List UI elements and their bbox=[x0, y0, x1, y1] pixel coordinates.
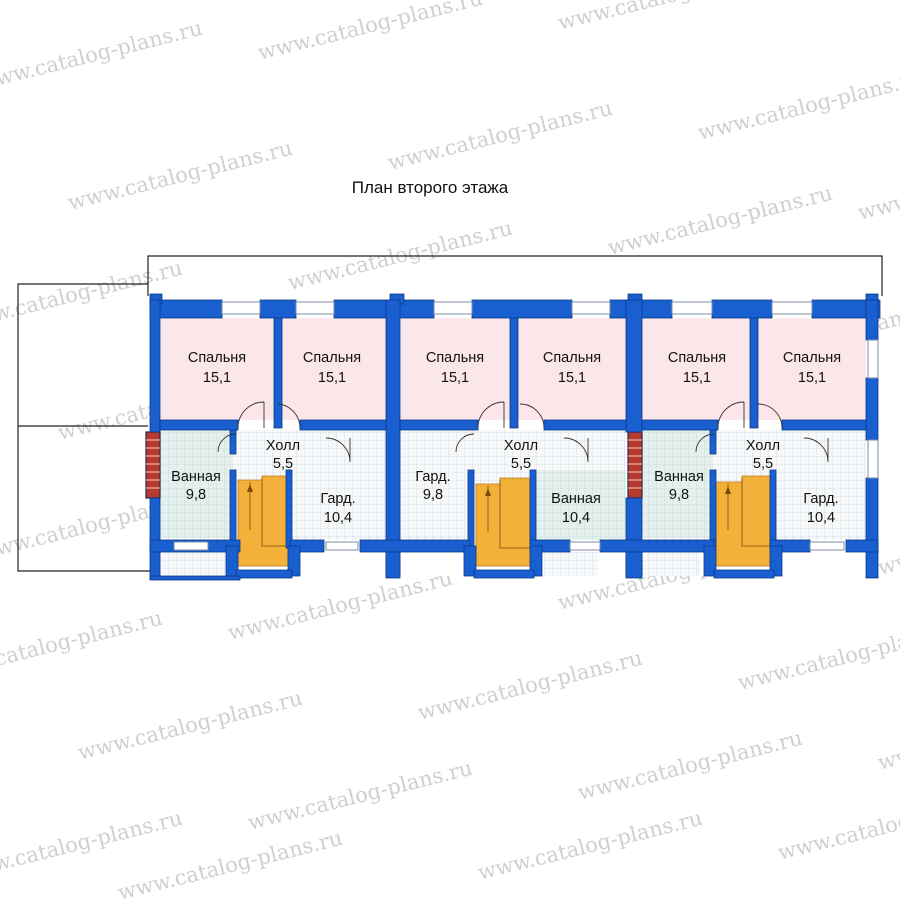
watermark-text: www.catalog-plans.ru bbox=[875, 501, 900, 580]
watermark-text: www.catalog-plans.ru bbox=[0, 16, 205, 95]
chimney-2 bbox=[627, 431, 643, 499]
room-labels: Спальня 15,1 Спальня 15,1 Спальня 15,1 С… bbox=[171, 350, 841, 526]
watermark-text: www.catalog-plans.ru bbox=[855, 146, 900, 225]
walls bbox=[149, 293, 881, 581]
room-name: Ванная bbox=[551, 491, 601, 507]
staircase-2 bbox=[475, 477, 531, 567]
watermark-text: www.catalog-plans.ru bbox=[695, 66, 900, 145]
room-area: 10,4 bbox=[807, 510, 835, 526]
room-area: 5,5 bbox=[753, 456, 773, 472]
watermark-text: www.catalog-plans.ru bbox=[555, 0, 784, 35]
building-structure bbox=[145, 293, 881, 581]
bath-1-floor bbox=[160, 430, 232, 538]
room-area: 5,5 bbox=[511, 456, 531, 472]
room-name: Холл bbox=[504, 438, 538, 454]
chimney-1 bbox=[145, 431, 161, 499]
windows bbox=[173, 301, 879, 551]
room-name: Гард. bbox=[320, 491, 355, 507]
room-name: Гард. bbox=[415, 469, 450, 485]
roof-outline bbox=[17, 255, 883, 572]
room-area: 9,8 bbox=[186, 487, 206, 503]
bedroom-3-floor bbox=[400, 318, 510, 420]
staircase-3 bbox=[715, 475, 771, 567]
room-area: 15,1 bbox=[558, 370, 586, 386]
room-area: 9,8 bbox=[423, 487, 443, 503]
room-name: Спальня bbox=[783, 350, 841, 366]
room-name: Холл bbox=[266, 438, 300, 454]
staircase-1 bbox=[237, 475, 289, 567]
room-area: 15,1 bbox=[798, 370, 826, 386]
room-area: 10,4 bbox=[562, 510, 590, 526]
room-name: Спальня bbox=[303, 350, 361, 366]
watermark-text: www.catalog-plans.ru bbox=[875, 696, 900, 775]
watermark-text: www.catalog-plans.ru bbox=[475, 806, 704, 885]
bedroom-1-floor bbox=[160, 318, 274, 420]
watermark-text: www.catalog-plans.ru bbox=[0, 606, 165, 685]
watermark-text: www.catalog-plans.ru bbox=[285, 216, 514, 295]
bedroom-5-floor bbox=[642, 318, 750, 420]
watermark-text: www.catalog-plans.ru bbox=[385, 96, 614, 175]
room-area: 15,1 bbox=[318, 370, 346, 386]
room-area: 15,1 bbox=[683, 370, 711, 386]
room-name: Спальня bbox=[426, 350, 484, 366]
plan-title: План второго этажа bbox=[352, 178, 509, 197]
room-name: Холл bbox=[746, 438, 780, 454]
room-name: Спальня bbox=[543, 350, 601, 366]
room-area: 15,1 bbox=[441, 370, 469, 386]
watermark-text: www.catalog-plans.ru bbox=[795, 0, 900, 5]
watermark-text: www.catalog-plans.ru bbox=[735, 616, 900, 695]
watermark-text: www.catalog-plans.ru bbox=[245, 756, 474, 835]
room-area: 5,5 bbox=[273, 456, 293, 472]
bedroom-6-floor bbox=[758, 318, 866, 420]
bath-2-floor bbox=[532, 470, 626, 540]
bedroom-2-floor bbox=[282, 318, 386, 420]
watermark-text: www.catalog-plans.ru bbox=[65, 136, 294, 215]
bath-3-floor bbox=[642, 430, 712, 538]
room-name: Гард. bbox=[803, 491, 838, 507]
room-name: Спальня bbox=[188, 350, 246, 366]
room-name: Спальня bbox=[668, 350, 726, 366]
room-area: 9,8 bbox=[669, 487, 689, 503]
room-area: 10,4 bbox=[324, 510, 352, 526]
watermark-text: www.catalog-plans.ru bbox=[575, 726, 804, 805]
bedroom-4-floor bbox=[518, 318, 626, 420]
room-name: Ванная bbox=[654, 469, 704, 485]
room-name: Ванная bbox=[171, 469, 221, 485]
watermark-text: www.catalog-plans.ru bbox=[775, 786, 900, 865]
watermark-text: www.catalog-plans.ru bbox=[255, 0, 484, 65]
watermark-text: www.catalog-plans.ru bbox=[75, 686, 304, 765]
room-area: 15,1 bbox=[203, 370, 231, 386]
doors bbox=[217, 401, 829, 463]
watermark-text: www.catalog-plans.ru bbox=[605, 181, 834, 260]
watermark-text: www.catalog-plans.ru bbox=[415, 646, 644, 725]
